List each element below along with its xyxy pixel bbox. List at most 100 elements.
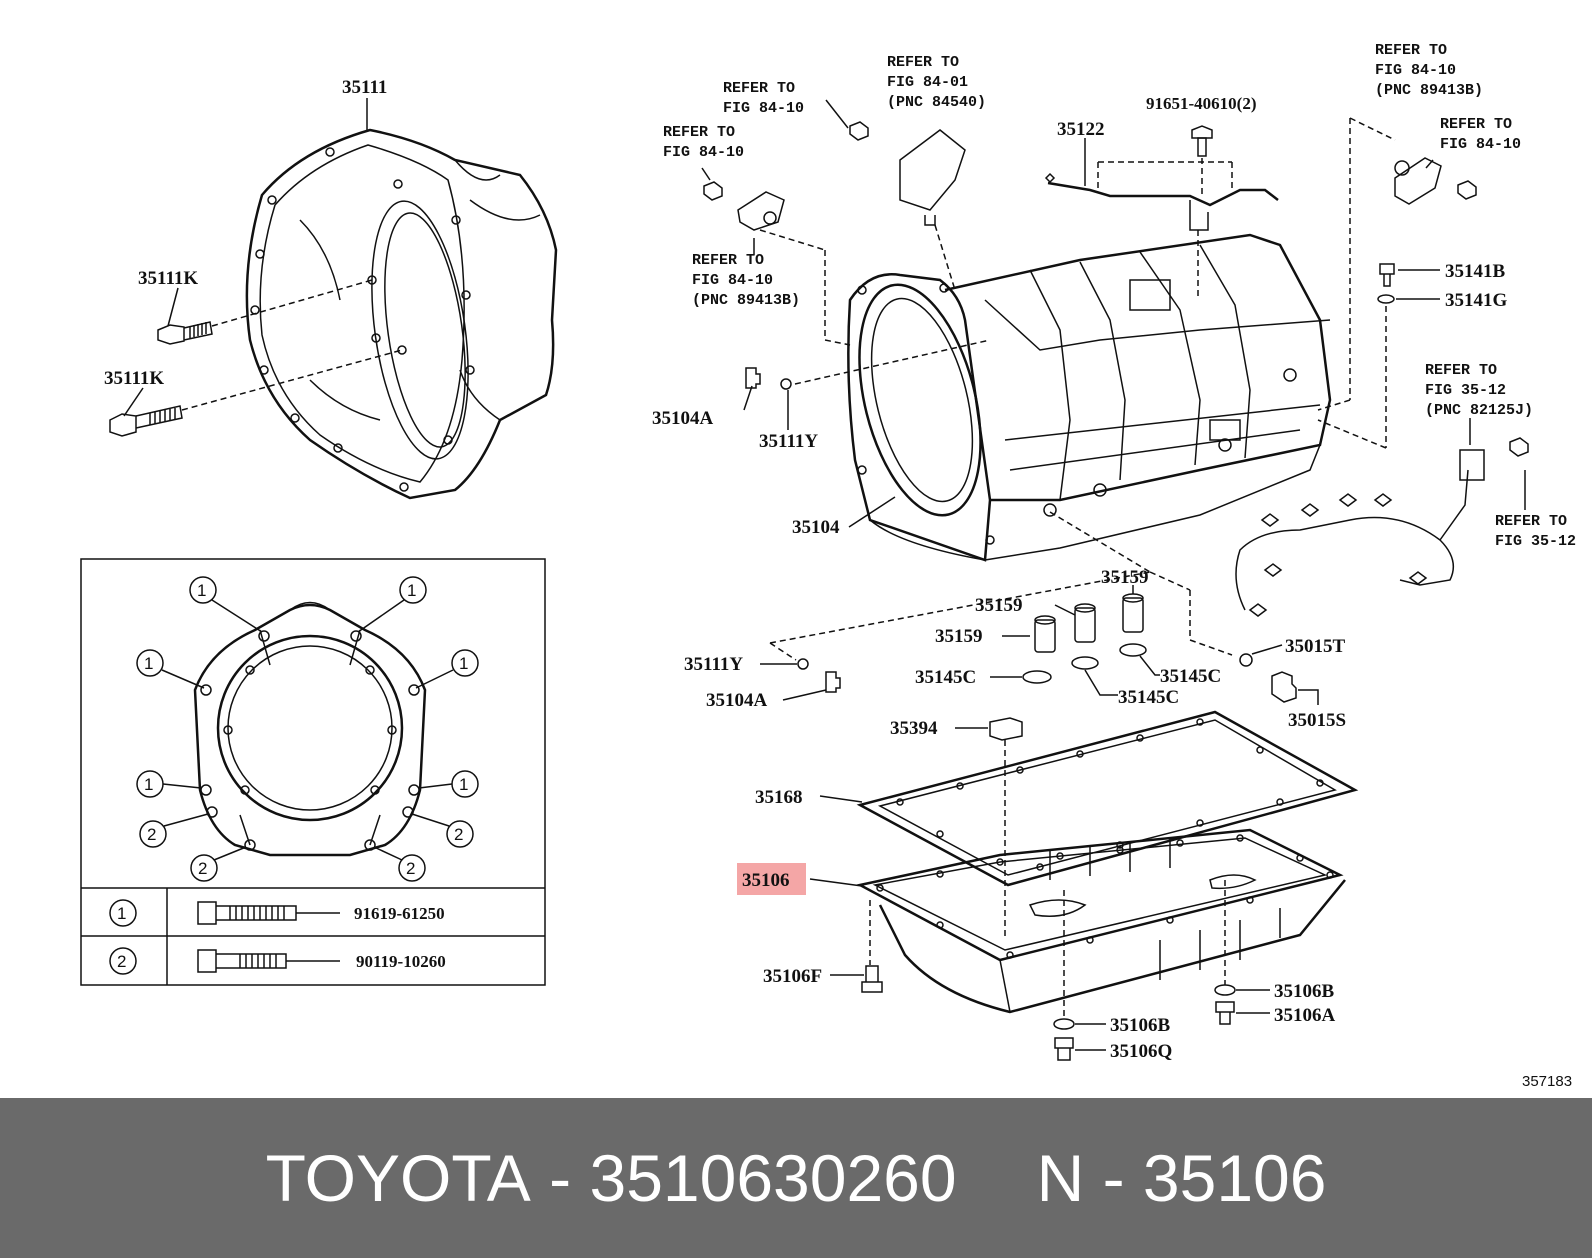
label-35141g: 35141G xyxy=(1445,290,1508,311)
label-35111y-upper: 35111Y xyxy=(759,431,818,452)
sleeve-35159-b xyxy=(1074,603,1096,643)
sleeve-35159-c xyxy=(1122,593,1144,633)
plug-35015s xyxy=(1271,671,1297,703)
bolt-key-2: 2 xyxy=(117,952,126,971)
label-35104: 35104 xyxy=(792,517,840,538)
svg-text:(PNC 82125J): (PNC 82125J) xyxy=(1425,402,1533,419)
magnet-35394 xyxy=(989,717,1023,741)
washer-35145c-a xyxy=(1022,670,1052,684)
svg-text:FIG 84-10: FIG 84-10 xyxy=(723,100,804,117)
sleeve-35159-a xyxy=(1034,615,1056,653)
label-35145c-c: 35145C xyxy=(1160,666,1221,687)
label-35104a-lower: 35104A xyxy=(706,690,768,711)
gasket-35106b-right xyxy=(1214,984,1236,996)
ref-r8: REFER TO FIG 35-12 xyxy=(1495,513,1576,550)
plug-35106q xyxy=(1054,1037,1074,1061)
label-35145c-a: 35145C xyxy=(915,667,976,688)
label-35106: 35106 xyxy=(742,870,790,891)
svg-text:FIG 84-10: FIG 84-10 xyxy=(1440,136,1521,153)
label-35159-a: 35159 xyxy=(935,626,983,647)
label-35145c-b: 35145C xyxy=(1118,687,1179,708)
label-35111k-upper: 35111K xyxy=(138,268,198,289)
svg-text:FIG 84-01: FIG 84-01 xyxy=(887,74,968,91)
sensor-89413b-right xyxy=(1394,157,1477,205)
label-35159-c: 35159 xyxy=(1101,567,1149,588)
svg-text:1: 1 xyxy=(197,581,206,600)
plug-35104a-lower xyxy=(825,671,841,693)
label-35111: 35111 xyxy=(342,77,387,98)
bolt-35141b xyxy=(1379,263,1395,287)
part-number: 3510630260 xyxy=(589,1141,957,1215)
o-ring-35111y-upper xyxy=(780,378,792,390)
speed-sensor-left xyxy=(703,181,785,231)
bolt-key-1: 1 xyxy=(117,904,126,923)
svg-text:1: 1 xyxy=(144,775,153,794)
svg-text:2: 2 xyxy=(147,825,156,844)
transmission-case-drawing xyxy=(847,233,1332,562)
label-35106a: 35106A xyxy=(1274,1005,1336,1026)
label-35122: 35122 xyxy=(1057,119,1105,140)
svg-text:FIG 84-10: FIG 84-10 xyxy=(692,272,773,289)
brand-name: TOYOTA xyxy=(265,1141,531,1215)
svg-text:REFER TO: REFER TO xyxy=(887,54,959,71)
bolt-part-1: 91619-61250 xyxy=(354,904,445,923)
ref-r3: REFER TO FIG 84-10 xyxy=(663,124,744,161)
bolt-35111k-lower xyxy=(109,405,183,437)
footer-separator-2: - xyxy=(1102,1141,1125,1215)
ref-r1: REFER TO FIG 84-10 xyxy=(723,80,804,117)
svg-text:1: 1 xyxy=(407,581,416,600)
sensor-84540 xyxy=(849,121,966,226)
bolt-part-2: 90119-10260 xyxy=(356,952,446,971)
label-35111y-lower: 35111Y xyxy=(684,654,743,675)
position-prefix: N xyxy=(1036,1141,1085,1215)
oil-pan-35106 xyxy=(856,828,1346,1014)
svg-text:FIG 84-10: FIG 84-10 xyxy=(663,144,744,161)
wiring-harness xyxy=(1235,437,1529,617)
ref-r4: REFER TO FIG 84-10 (PNC 89413B) xyxy=(692,252,800,309)
part-footer-bar: TOYOTA - 3510630260 N - 35106 xyxy=(0,1098,1592,1258)
svg-text:REFER TO: REFER TO xyxy=(663,124,735,141)
converter-housing-drawing xyxy=(245,128,558,500)
svg-text:REFER TO: REFER TO xyxy=(723,80,795,97)
svg-text:(PNC 84540): (PNC 84540) xyxy=(887,94,986,111)
label-91651: 91651-40610(2) xyxy=(1146,94,1256,113)
o-ring-35015t xyxy=(1239,653,1253,667)
svg-text:2: 2 xyxy=(454,825,463,844)
label-35159-b: 35159 xyxy=(975,595,1023,616)
position-number: 35106 xyxy=(1142,1141,1327,1215)
ref-r5: REFER TO FIG 84-10 (PNC 89413B) xyxy=(1375,42,1483,99)
svg-text:1: 1 xyxy=(459,775,468,794)
svg-text:1: 1 xyxy=(459,654,468,673)
svg-text:2: 2 xyxy=(406,859,415,878)
washer-35145c-b xyxy=(1071,656,1099,670)
label-35111k-lower: 35111K xyxy=(104,368,164,389)
label-35015s: 35015S xyxy=(1288,710,1346,731)
bolt-35106f xyxy=(861,965,883,993)
washer-35145c-c xyxy=(1119,643,1147,657)
svg-text:1: 1 xyxy=(144,654,153,673)
highlight-35106 xyxy=(737,863,806,895)
ref-r6: REFER TO FIG 84-10 xyxy=(1440,116,1521,153)
parts-diagram: 35111 35111K 35111K xyxy=(80,42,1576,1090)
label-35106b-right: 35106B xyxy=(1274,981,1335,1002)
label-35394: 35394 xyxy=(890,718,938,739)
svg-text:REFER TO: REFER TO xyxy=(692,252,764,269)
label-35106b-lower: 35106B xyxy=(1110,1015,1171,1036)
plug-35104a-upper xyxy=(745,367,761,389)
bolt-35111k-upper xyxy=(157,321,213,345)
diagram-id: 357183 xyxy=(1522,1073,1572,1090)
svg-text:FIG 84-10: FIG 84-10 xyxy=(1375,62,1456,79)
ref-r7: REFER TO FIG 35-12 (PNC 82125J) xyxy=(1425,362,1533,419)
label-35015t: 35015T xyxy=(1285,636,1346,657)
oil-pipe-35122 xyxy=(1044,172,1279,231)
svg-text:FIG 35-12: FIG 35-12 xyxy=(1425,382,1506,399)
svg-text:REFER TO: REFER TO xyxy=(1425,362,1497,379)
ref-r2: REFER TO FIG 84-01 (PNC 84540) xyxy=(887,54,986,111)
svg-text:REFER TO: REFER TO xyxy=(1375,42,1447,59)
label-35168: 35168 xyxy=(755,787,803,808)
footer-separator: - xyxy=(549,1141,572,1215)
bolt-91651 xyxy=(1191,125,1213,157)
label-35141b: 35141B xyxy=(1445,261,1506,282)
o-ring-35111y-lower xyxy=(797,658,809,670)
